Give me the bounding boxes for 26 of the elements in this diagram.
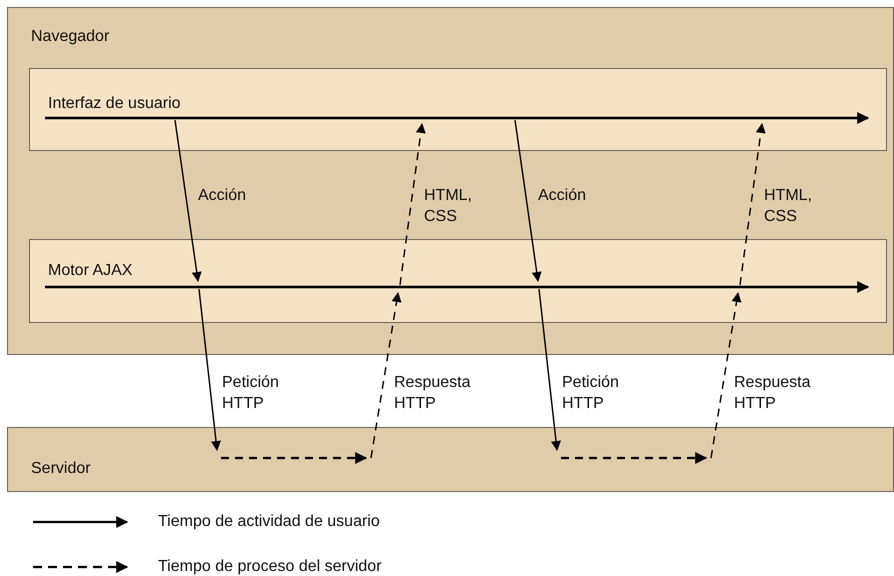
ajax-engine-band: [29, 239, 887, 323]
edge-label: HTML, CSS: [764, 186, 813, 227]
edge-label: Petición HTTP: [562, 373, 620, 414]
arrow: [514, 120, 542, 282]
edge-label: Petición HTTP: [222, 373, 280, 414]
arrow: [538, 288, 561, 451]
user-interface-band: [29, 68, 887, 151]
legend-label: Tiempo de actividad de usuario: [158, 512, 380, 532]
edge-label: Acción: [198, 186, 248, 206]
arrow: [739, 123, 766, 286]
band-heading: Servidor: [31, 459, 91, 479]
server-panel: [7, 427, 894, 492]
arrow: [174, 120, 202, 282]
arrow: [710, 292, 742, 458]
band-heading: Navegador: [31, 27, 110, 47]
arrow: [370, 292, 402, 458]
arrow: [399, 123, 426, 286]
band-heading: Motor AJAX: [48, 261, 132, 281]
edge-label: Respuesta HTTP: [394, 373, 472, 414]
band-heading: Interfaz de usuario: [48, 94, 181, 114]
edge-label: Respuesta HTTP: [734, 373, 812, 414]
legend-label: Tiempo de proceso del servidor: [158, 557, 382, 576]
arrow: [198, 288, 221, 451]
edge-label: HTML, CSS: [424, 186, 473, 227]
browser-panel: [7, 7, 894, 355]
edge-label: Acción: [538, 186, 588, 206]
